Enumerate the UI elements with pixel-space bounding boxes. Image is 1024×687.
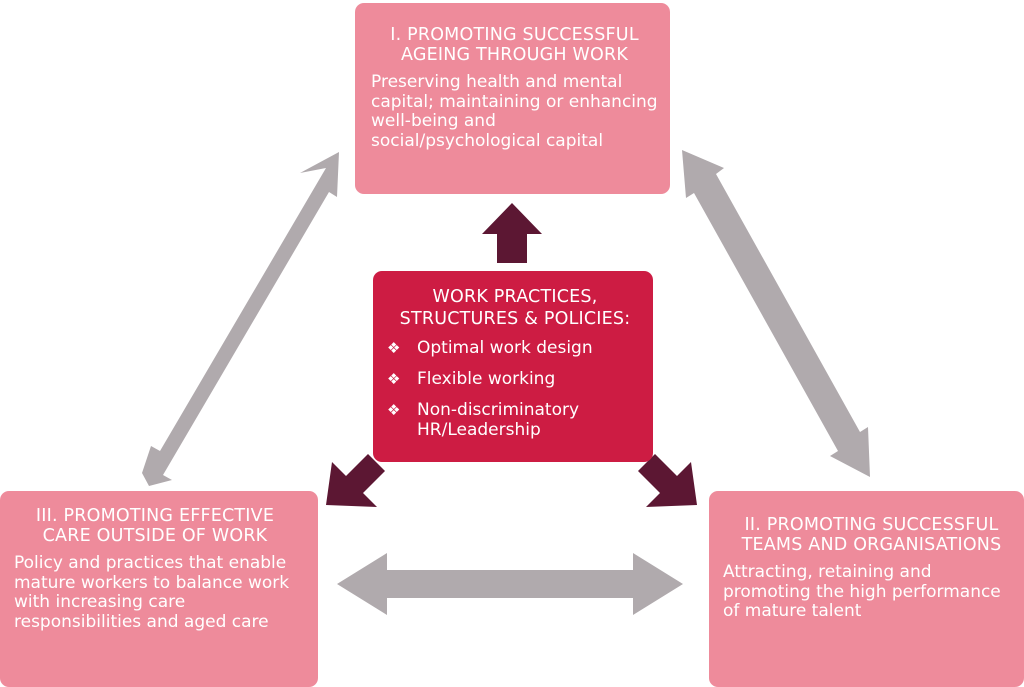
double-arrow-bottom: [337, 553, 683, 615]
center-arrow-down-right: [638, 454, 697, 507]
box-successful-teams-description: Attracting, retaining and promoting the …: [723, 562, 1001, 621]
center-arrow-down-left: [326, 454, 385, 507]
box-successful-teams-title: II. PROMOTING SUCCESSFUL TEAMS AND ORGAN…: [741, 515, 1002, 555]
list-item-label: Flexible working: [417, 369, 556, 389]
double-arrow-left: [142, 152, 339, 486]
list-item-label: Optimal work design: [417, 338, 593, 358]
box-effective-care-description: Policy and practices that enable mature …: [14, 553, 290, 632]
box-successful-ageing-description: Preserving health and mental capital; ma…: [371, 72, 658, 151]
list-item: ❖ Non-discriminatory HR/Leadership: [387, 400, 643, 440]
diamond-bullet-icon: ❖: [387, 370, 401, 388]
diamond-bullet-icon: ❖: [387, 339, 401, 357]
box-effective-care: III. PROMOTING EFFECTIVE CARE OUTSIDE OF…: [0, 491, 318, 687]
work-practices-list: ❖ Optimal work design ❖ Flexible working…: [387, 338, 643, 440]
box-successful-teams: II. PROMOTING SUCCESSFUL TEAMS AND ORGAN…: [709, 491, 1024, 687]
box-successful-ageing: I. PROMOTING SUCCESSFUL AGEING THROUGH W…: [355, 3, 670, 194]
center-arrow-up: [482, 203, 542, 263]
double-arrow-right: [682, 150, 870, 477]
box-successful-ageing-title: I. PROMOTING SUCCESSFUL AGEING THROUGH W…: [390, 25, 639, 65]
list-item: ❖ Optimal work design: [387, 338, 643, 359]
list-item-label: Non-discriminatory HR/Leadership: [417, 400, 580, 440]
list-item: ❖ Flexible working: [387, 369, 643, 390]
box-work-practices-title: WORK PRACTICES, STRUCTURES & POLICIES:: [399, 287, 631, 329]
diamond-bullet-icon: ❖: [387, 401, 401, 419]
box-effective-care-title: III. PROMOTING EFFECTIVE CARE OUTSIDE OF…: [35, 506, 275, 546]
box-work-practices: WORK PRACTICES, STRUCTURES & POLICIES: ❖…: [373, 271, 653, 462]
